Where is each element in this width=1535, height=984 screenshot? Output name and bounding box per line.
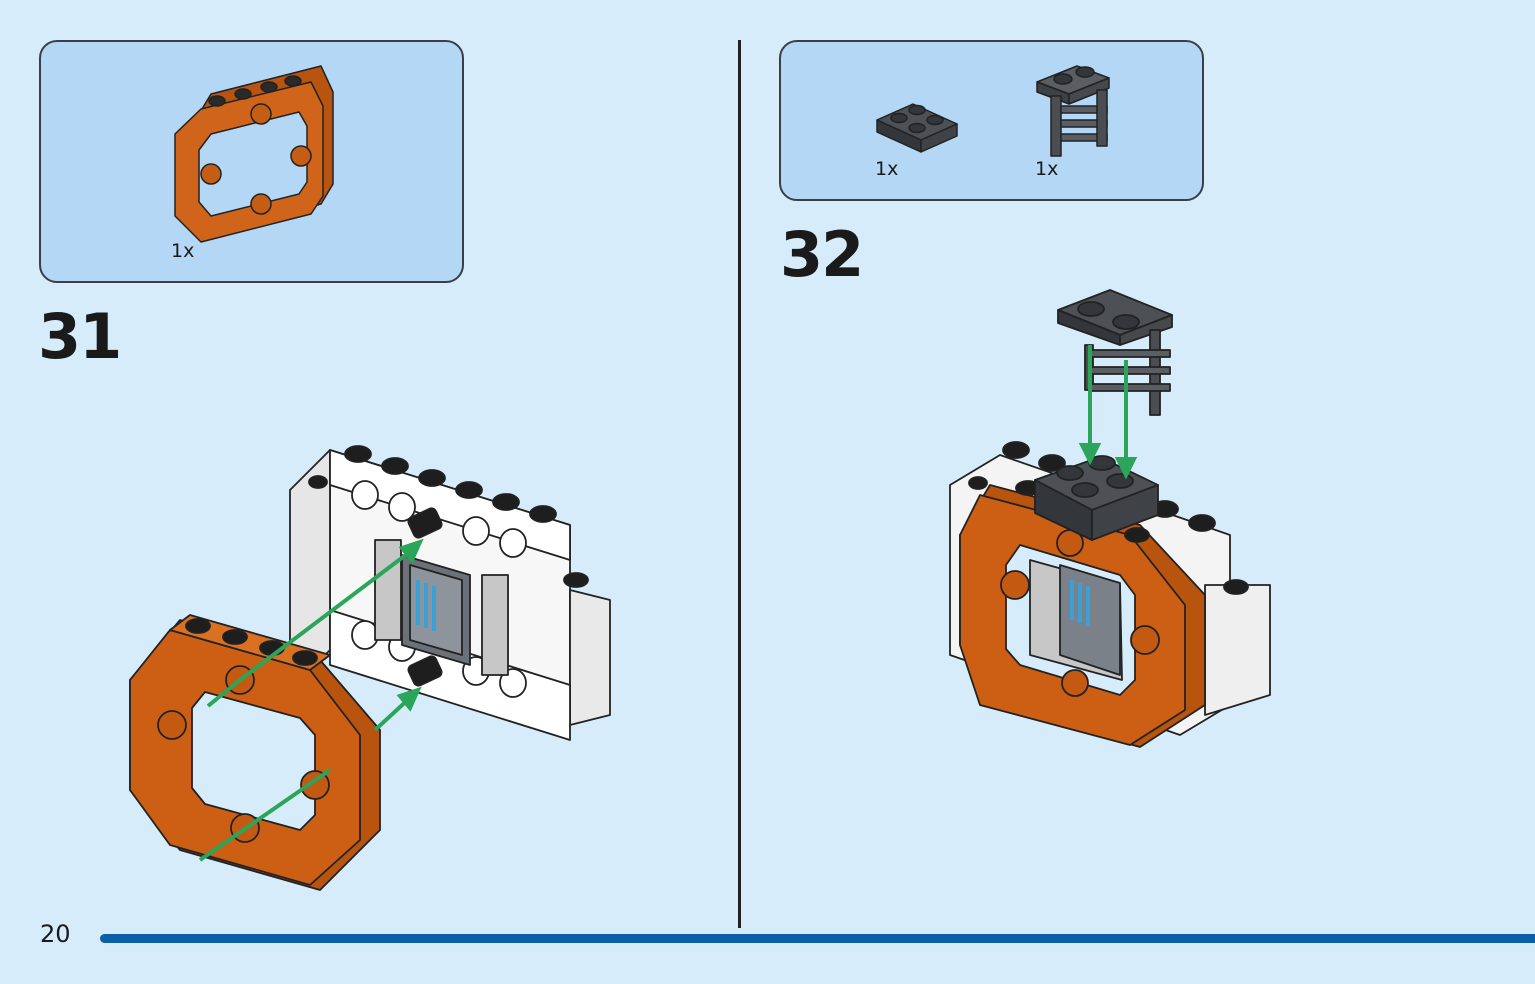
step-32-parts-box: 1x 1x [779, 40, 1204, 201]
step-31-parts-box: 1x [39, 40, 464, 283]
step-32-illustration [949, 289, 1271, 748]
step-number: 32 [780, 218, 864, 291]
part-quantity: 1x [875, 158, 899, 180]
dark-gray-2x2-plate-icon [876, 103, 958, 153]
part-quantity: 1x [1035, 158, 1059, 180]
orange-octagonal-frame-icon [174, 65, 334, 243]
dark-gray-bracket-ladder-icon [1036, 65, 1110, 157]
page-number: 20 [40, 920, 71, 948]
step-31-illustration [129, 445, 611, 891]
step-number: 31 [38, 300, 122, 373]
part-quantity: 1x [171, 240, 195, 262]
page-progress-bar [100, 934, 1535, 943]
page-divider [738, 40, 741, 928]
